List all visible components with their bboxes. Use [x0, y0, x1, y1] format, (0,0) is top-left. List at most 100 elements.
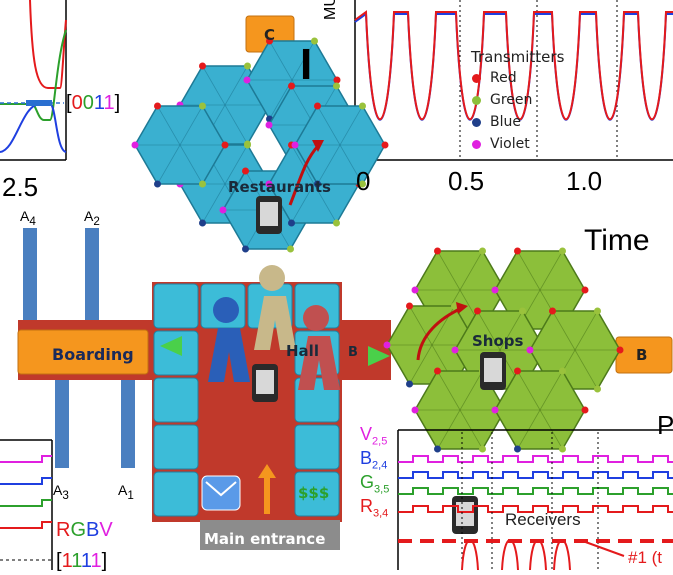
shop-node	[434, 367, 441, 375]
shop-node	[491, 286, 499, 294]
channel-main-3: R	[360, 496, 373, 516]
shop-node	[559, 367, 566, 375]
channel-sub-1: 2,4	[372, 459, 388, 472]
rgbv-label: RGBV	[56, 519, 113, 542]
channel-main-1: B	[360, 448, 373, 468]
restaurant-hex-7-spoke	[339, 144, 363, 185]
restaurant-hex-7-spoke	[317, 144, 341, 185]
restaurant-node	[199, 102, 206, 110]
shop-hex-2-spoke	[409, 305, 433, 346]
left-code-digit-2: 1	[93, 92, 104, 114]
shop-hex-4-spoke	[552, 310, 576, 351]
legend-label-3: Violet	[490, 136, 530, 152]
phone-screen-1	[484, 358, 502, 382]
restaurant-hex-5-spoke	[291, 144, 315, 185]
hall-tile-11	[294, 471, 340, 517]
main-entrance-mat	[200, 520, 340, 550]
restaurant-hex-7-spoke	[339, 105, 363, 146]
bottom-left-trace-2	[0, 499, 52, 507]
shop-node	[411, 406, 419, 414]
restaurant-node	[291, 141, 299, 149]
restaurant-node	[333, 76, 341, 84]
top-plot-red-trace	[354, 10, 673, 121]
shop-node	[519, 307, 526, 315]
restaurant-node	[359, 102, 366, 110]
bottom-right-corner-letter: P	[657, 410, 673, 440]
hall-tile-3	[153, 424, 199, 470]
restaurant-hex-3-spoke	[224, 144, 248, 185]
bl-code-digit-0: 1	[61, 550, 72, 572]
receivers-label: Receivers	[505, 510, 581, 529]
legend-title: Transmitters	[471, 48, 565, 66]
person-beige-head	[259, 265, 285, 291]
bl-code-open: [	[56, 550, 62, 572]
gate-column-2	[55, 378, 69, 468]
shop-node	[406, 302, 413, 310]
left-plot-threshold-bar	[26, 100, 52, 106]
gate-column-3	[121, 378, 135, 468]
shop-hex-3-spoke	[477, 310, 501, 351]
left-code-digit-0: 0	[71, 92, 83, 114]
legend-dot-0	[472, 74, 481, 83]
boarding-label: Boarding	[52, 345, 134, 364]
phone-screen-0	[260, 202, 278, 226]
restaurant-hex-6-spoke	[157, 144, 181, 185]
restaurant-node	[311, 37, 318, 45]
bl-code-digit-1: 1	[71, 550, 81, 572]
legend-label-2: Blue	[490, 114, 521, 130]
restaurant-hex-1-spoke	[291, 40, 315, 81]
shop-node	[526, 346, 534, 354]
receiver-marker-line	[579, 539, 625, 557]
rgbv-digit-1: G	[70, 519, 87, 541]
left-plot-tick: 2.5	[2, 172, 39, 202]
shop-hex-3-spoke	[499, 310, 523, 351]
shop-node	[479, 445, 486, 453]
shop-node	[434, 247, 441, 255]
restaurant-node	[287, 245, 294, 253]
legend-dot-2	[472, 118, 481, 127]
restaurant-node	[219, 206, 227, 214]
shop-arrow-head	[456, 302, 468, 314]
restaurants-label: Restaurants	[228, 178, 331, 196]
phone-screen-3	[456, 502, 474, 526]
restaurant-node	[381, 141, 389, 149]
legend-label-1: Green	[490, 92, 533, 108]
shop-node	[451, 302, 458, 310]
left-plot-code: [0011]	[66, 92, 120, 115]
boarding-sign	[17, 329, 149, 375]
shop-node	[434, 445, 441, 453]
restaurant-node	[288, 219, 295, 227]
channel-label-2: G3,5	[360, 472, 389, 496]
restaurant-hex-3-spoke	[202, 183, 226, 224]
restaurant-node	[265, 121, 273, 129]
restaurant-node	[243, 76, 251, 84]
hall-tile-4	[153, 471, 199, 517]
channel-label-3: R3,4	[360, 496, 388, 520]
shop-node	[559, 445, 566, 453]
shop-node	[514, 445, 521, 453]
shop-node	[594, 385, 601, 393]
shop-node	[581, 286, 589, 294]
restaurant-hex-0-spoke	[224, 104, 248, 145]
restaurant-node	[244, 62, 251, 70]
shop-node	[581, 406, 589, 414]
restaurant-node	[221, 141, 229, 149]
shop-hex-5-spoke	[437, 370, 461, 411]
top-plot-tick-0: 0	[356, 166, 371, 196]
restaurant-node	[266, 37, 273, 45]
receiver-peak-0	[461, 539, 479, 571]
phone-screen-2	[256, 370, 274, 394]
receiver-peak-2	[529, 539, 547, 571]
shop-node	[559, 247, 566, 255]
shop-hex-1-spoke	[539, 250, 563, 291]
shop-node	[514, 367, 521, 375]
shop-node	[549, 307, 556, 315]
gate-column-1	[85, 228, 99, 328]
restaurant-hex-6-spoke	[157, 105, 181, 146]
channel-main-0: V	[360, 424, 373, 444]
bottom-right-trace-1	[398, 471, 673, 479]
restaurant-node	[131, 141, 139, 149]
shop-node	[514, 247, 521, 255]
restaurant-node	[199, 219, 206, 227]
shop-hex-6-spoke	[539, 370, 563, 411]
